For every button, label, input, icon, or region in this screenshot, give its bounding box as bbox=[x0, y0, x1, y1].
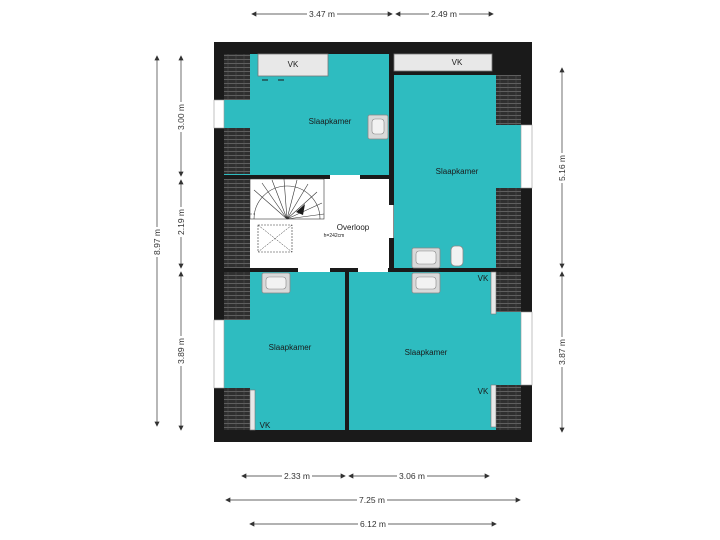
window-right-top bbox=[520, 124, 533, 189]
roof-tiles-right-2 bbox=[496, 188, 521, 268]
wall-vertical-top bbox=[389, 54, 394, 268]
roof-tiles-left-3 bbox=[224, 179, 250, 268]
room-height-hall: h=242cm bbox=[324, 233, 345, 239]
closet-label-top-right: VK bbox=[452, 58, 463, 67]
dimension-label-backing bbox=[175, 102, 187, 132]
dimension-right bbox=[559, 67, 565, 433]
closet-low-right bbox=[490, 384, 497, 428]
staircase bbox=[232, 178, 325, 253]
dimension-label-backing bbox=[429, 8, 459, 20]
roof-tiles-left-4 bbox=[224, 272, 250, 320]
closet-label-mid-right: VK bbox=[478, 274, 489, 283]
dimension-label-left-bottom: 3.89 m bbox=[176, 338, 186, 364]
dimension-label-backing bbox=[175, 336, 187, 366]
window-right-bottom bbox=[520, 311, 533, 386]
closet-label-top-left: VK bbox=[288, 60, 299, 69]
dimension-label-right-bottom: 3.87 m bbox=[557, 339, 567, 365]
roof-tiles-right-1 bbox=[496, 75, 521, 125]
dimension-label-backing bbox=[556, 337, 568, 367]
dimension-label-backing bbox=[282, 470, 312, 482]
closet-top-right bbox=[393, 53, 493, 72]
roof-tiles-left-2 bbox=[224, 128, 250, 174]
closet-label-low-right: VK bbox=[478, 387, 489, 396]
dimension-label-backing bbox=[307, 8, 337, 20]
roof-tiles-left-1 bbox=[224, 54, 250, 100]
dimension-label-backing bbox=[556, 153, 568, 183]
room-label-right: Slaapkamer bbox=[436, 167, 479, 176]
toilet-right bbox=[450, 245, 464, 267]
closet-bottom-left bbox=[249, 389, 256, 431]
dimension-label-left-total: 8.97 m bbox=[152, 229, 162, 255]
dimension-label-backing bbox=[175, 207, 187, 237]
room-label-bottom-right: Slaapkamer bbox=[405, 348, 448, 357]
dimension-label-left-mid: 2.19 m bbox=[176, 209, 186, 235]
dimension-label-bottom-total: 7.25 m bbox=[359, 495, 385, 505]
room-label-top-left: Slaapkamer bbox=[309, 117, 352, 126]
wall-horizontal-top bbox=[224, 175, 389, 179]
dimension-label-backing bbox=[397, 470, 427, 482]
wall-vertical-bottom bbox=[345, 272, 349, 430]
dimension-label-bottom-left: 2.33 m bbox=[284, 471, 310, 481]
window-left-top bbox=[213, 99, 225, 129]
dimension-label-bottom-inner: 6.12 m bbox=[360, 519, 386, 529]
room-label-hall: Overloop bbox=[337, 223, 370, 232]
dimension-label-bottom-right: 3.06 m bbox=[399, 471, 425, 481]
dimension-label-right-top: 5.16 m bbox=[557, 155, 567, 181]
wall-horizontal-top-right bbox=[394, 71, 521, 75]
roof-tiles-right-3 bbox=[496, 272, 521, 312]
window-left-bottom bbox=[213, 319, 225, 389]
dimension-label-top-left: 3.47 m bbox=[309, 9, 335, 19]
closet-label-bottom-left: VK bbox=[260, 421, 271, 430]
dimension-label-left-top: 3.00 m bbox=[176, 104, 186, 130]
roof-tiles-left-5 bbox=[224, 388, 250, 430]
closet-top-left bbox=[257, 53, 329, 77]
dimension-label-backing bbox=[358, 518, 388, 530]
roof-tiles-right-4 bbox=[496, 385, 521, 430]
closet-mid-right bbox=[490, 271, 497, 315]
dimension-label-backing bbox=[151, 227, 163, 257]
dimension-label-backing bbox=[357, 494, 387, 506]
room-label-bottom-left: Slaapkamer bbox=[269, 343, 312, 352]
dimension-label-top-right: 2.49 m bbox=[431, 9, 457, 19]
